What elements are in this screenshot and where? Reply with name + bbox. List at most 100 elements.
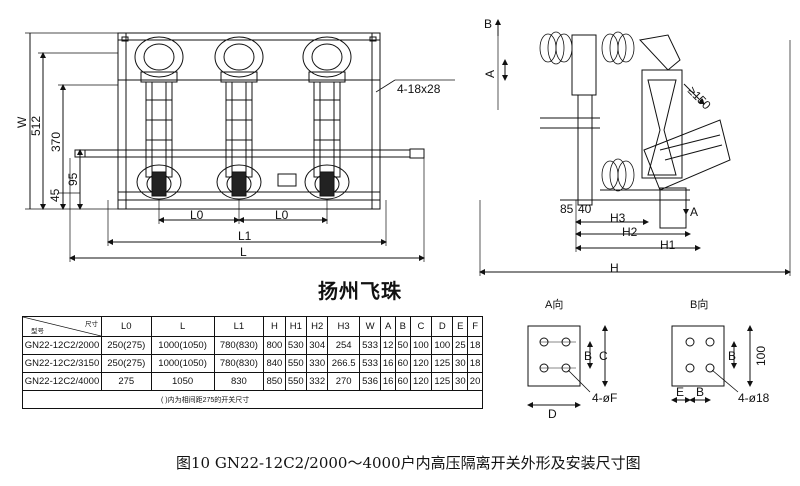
table-row: GN22-12C2/4000 275 1050 830 850 550 332 … (22, 372, 483, 391)
col-header: H (263, 316, 286, 337)
table-cell: GN22-12C2/3150 (22, 354, 102, 373)
brand-text: 扬州飞珠 (318, 279, 402, 303)
table-cell: GN22-12C2/2000 (22, 336, 102, 355)
table-cell: 1000(1050) (150, 354, 215, 373)
table-cell: 20 (467, 372, 483, 391)
hole-note: 4-18x28 (397, 82, 441, 96)
view-b-title: B向 (690, 299, 709, 311)
table-cell: 60 (394, 372, 411, 391)
table-cell: 250(275) (101, 336, 152, 355)
side-view (479, 19, 791, 276)
dim-l0-a: L0 (190, 208, 204, 222)
table-cell: 12 (380, 336, 396, 355)
dim-370: 370 (49, 131, 63, 152)
view-a-title: A向 (545, 299, 564, 311)
table-cell: 125 (431, 372, 454, 391)
side-dim-a-arrow: A (690, 205, 699, 219)
front-view (25, 32, 455, 262)
spec-table: 尺寸 型号 L0 L L1 H H1 H2 H3 W A B C D E F G… (22, 316, 483, 409)
table-cell: 550 (284, 354, 307, 373)
table-cell: 18 (467, 354, 483, 373)
table-note: ( )内为相间距275的开关尺寸 (22, 390, 483, 409)
side-dim-h: H (610, 261, 619, 275)
dim-512: 512 (29, 115, 43, 136)
table-cell: 30 (452, 372, 469, 391)
pole-1 (134, 36, 184, 200)
table-cell: 780(830) (213, 336, 265, 355)
view-a-holes: 4-øF (592, 391, 618, 405)
table-cell: 275 (101, 372, 152, 391)
table-corner: 尺寸 型号 (22, 316, 102, 337)
table-cell: 840 (263, 354, 286, 373)
col-header: B (394, 316, 411, 337)
side-dim-a: A (483, 69, 497, 78)
table-cell: 125 (431, 354, 454, 373)
table-row: GN22-12C2/2000 250(275) 1000(1050) 780(8… (22, 336, 483, 355)
table-note-row: ( )内为相间距275的开关尺寸 (22, 390, 483, 409)
table-cell: 780(830) (213, 354, 265, 373)
view-a (527, 325, 608, 408)
side-dim-b: B (484, 17, 493, 31)
table-cell: 50 (394, 336, 411, 355)
table-cell: 16 (380, 354, 396, 373)
col-header: H1 (284, 316, 307, 337)
table-cell: 16 (380, 372, 396, 391)
view-a-c: C (599, 349, 608, 363)
table-cell: 254 (327, 336, 360, 355)
table-cell: 270 (327, 372, 360, 391)
table-cell: 304 (305, 336, 329, 355)
table-cell: 120 (409, 354, 433, 373)
side-dim-85: 85 (560, 202, 574, 216)
table-cell: 120 (409, 372, 433, 391)
table-cell: 533 (358, 336, 382, 355)
table-cell: 100 (409, 336, 433, 355)
spec-table-header: 尺寸 型号 L0 L L1 H H1 H2 H3 W A B C D E F (22, 316, 483, 337)
col-header: L1 (213, 316, 265, 337)
table-cell: 1000(1050) (150, 336, 215, 355)
table-cell: 550 (284, 372, 307, 391)
view-a-d: D (548, 407, 557, 421)
col-header: F (467, 316, 483, 337)
view-b-b: B (728, 349, 737, 363)
corner-bottom-label: 型号 (31, 328, 44, 335)
table-cell: 850 (263, 372, 286, 391)
table-cell: 266.5 (327, 354, 360, 373)
col-header: A (380, 316, 396, 337)
dim-45: 45 (48, 188, 62, 202)
col-header: C (409, 316, 433, 337)
table-cell: 800 (263, 336, 286, 355)
view-b-holes: 4-ø18 (738, 391, 770, 405)
view-a-b: B (584, 349, 593, 363)
col-header: E (452, 316, 469, 337)
table-cell: 533 (358, 354, 382, 373)
table-cell: 530 (284, 336, 307, 355)
col-header: H2 (305, 316, 329, 337)
side-dim-h2: H2 (622, 225, 638, 239)
col-header: L (150, 316, 215, 337)
table-cell: 250(275) (101, 354, 152, 373)
dim-l0-b: L0 (275, 208, 289, 222)
table-cell: 30 (452, 354, 469, 373)
figure-caption: 图10 GN22-12C2/2000～4000户内高压隔离开关外形及安装尺寸图 (176, 454, 641, 472)
view-b-e: E (676, 385, 685, 399)
corner-top-label: 尺寸 (85, 321, 98, 328)
table-cell: GN22-12C2/4000 (22, 372, 102, 391)
col-header: L0 (101, 316, 152, 337)
table-cell: 332 (305, 372, 329, 391)
dim-95: 95 (66, 172, 80, 186)
col-header: D (431, 316, 454, 337)
table-cell: 330 (305, 354, 329, 373)
table-row: GN22-12C2/3150 250(275) 1000(1050) 780(8… (22, 354, 483, 373)
pole-3 (302, 36, 352, 200)
side-dim-40: 40 (578, 202, 592, 216)
dim-w: W (15, 116, 29, 128)
side-dim-h3: H3 (610, 211, 626, 225)
table-cell: 25 (452, 336, 469, 355)
table-cell: 18 (467, 336, 483, 355)
table-cell: 536 (358, 372, 382, 391)
table-cell: 830 (213, 372, 265, 391)
table-cell: 1050 (150, 372, 215, 391)
col-header: W (358, 316, 382, 337)
table-cell: 60 (394, 354, 411, 373)
